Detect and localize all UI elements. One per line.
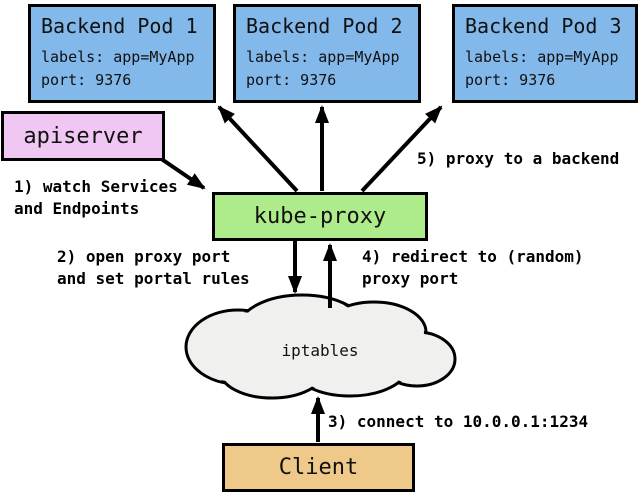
apiserver-box: apiserver	[1, 111, 165, 161]
backend-pod-2-labels: labels: app=MyApp	[246, 48, 400, 66]
backend-pod-2-title: Backend Pod 2	[246, 14, 403, 38]
step4-annotation: 4) redirect to (random) proxy port	[362, 247, 584, 288]
backend-pod-2-box: Backend Pod 2 labels: app=MyApp port: 93…	[233, 4, 421, 103]
backend-pod-1-box: Backend Pod 1 labels: app=MyApp port: 93…	[28, 4, 216, 103]
backend-pod-1-labels: labels: app=MyApp	[41, 48, 195, 66]
backend-pod-3-title: Backend Pod 3	[465, 14, 622, 38]
backend-pod-1-port: port: 9376	[41, 71, 132, 89]
backend-pod-3-box: Backend Pod 3 labels: app=MyApp port: 93…	[452, 4, 638, 103]
step3-annotation: 3) connect to 10.0.0.1:1234	[328, 412, 589, 431]
backend-pod-3-labels: labels: app=MyApp	[465, 48, 619, 66]
backend-pod-3-port: port: 9376	[465, 71, 556, 89]
kube-proxy-label: kube-proxy	[253, 204, 387, 229]
client-box: Client	[222, 443, 415, 492]
client-label: Client	[278, 455, 359, 480]
backend-pod-1-title: Backend Pod 1	[41, 14, 198, 38]
step5-annotation: 5) proxy to a backend	[417, 149, 620, 168]
apiserver-label: apiserver	[23, 123, 143, 149]
iptables-label: iptables	[281, 341, 359, 360]
backend-pod-2-port: port: 9376	[246, 71, 337, 89]
kube-proxy-box: kube-proxy	[212, 192, 428, 241]
step2-annotation: 2) open proxy port and set portal rules	[57, 247, 250, 288]
arrow-kubeproxy-to-pod1	[217, 105, 299, 193]
step1-annotation: 1) watch Services and Endpoints	[14, 177, 178, 218]
